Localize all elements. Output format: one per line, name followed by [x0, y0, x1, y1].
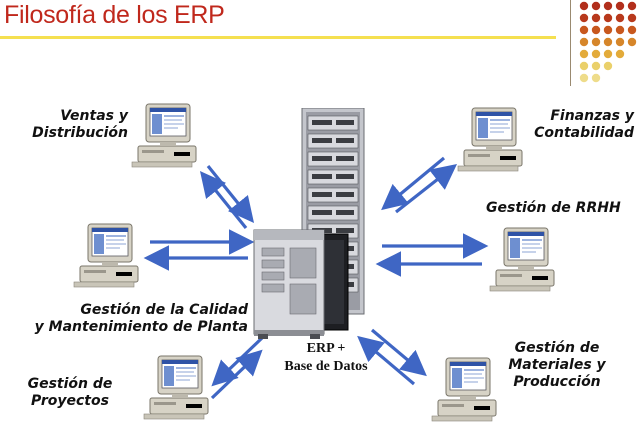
decor-dot	[603, 1, 613, 11]
arrow-erp-to-proyectos	[211, 336, 264, 387]
decor-dot	[579, 25, 589, 35]
label-finanzas-line2: Contabilidad	[534, 125, 634, 141]
computer-icon	[73, 223, 139, 288]
label-materiales-line3: Producción	[513, 374, 601, 390]
decor-dot	[579, 37, 589, 47]
decor-dot	[615, 49, 625, 59]
decor-dot	[627, 1, 637, 11]
arrow-proyectos-to-erp	[210, 349, 263, 400]
computer-rrhh	[488, 226, 560, 292]
label-calidad-line1: Gestión de la Calidad	[80, 302, 248, 318]
arrow-erp-to-finanzas	[395, 164, 458, 214]
erp-label: ERP + Base de Datos	[256, 340, 396, 376]
computer-icon	[131, 103, 197, 168]
label-materiales: Gestión de Materiales y Producción	[492, 340, 622, 391]
computer-icon	[457, 107, 523, 172]
label-finanzas: Finanzas y Contabilidad	[500, 108, 634, 142]
arrow-erp-to-ventas	[199, 171, 248, 230]
decor-dot	[579, 13, 589, 23]
decor-dot	[591, 13, 601, 23]
decor-dot	[603, 13, 613, 23]
decor-dot	[591, 73, 601, 83]
computer-materiales	[430, 356, 502, 422]
computer-icon	[489, 227, 555, 292]
decor-dot	[591, 37, 601, 47]
label-ventas: Ventas y Distribución	[8, 108, 128, 142]
computer-calidad	[72, 222, 144, 288]
decorative-dot-grid	[579, 1, 637, 83]
erp-label-line1: ERP +	[306, 341, 346, 356]
decor-dot	[579, 73, 589, 83]
computer-proyectos	[142, 354, 214, 420]
decor-dot	[627, 13, 637, 23]
decor-dot	[615, 13, 625, 23]
label-proyectos: Gestión de Proyectos	[10, 376, 130, 410]
label-ventas-line1: Ventas y	[60, 108, 128, 124]
decor-dot	[591, 1, 601, 11]
label-rrhh: Gestión de RRHH	[486, 200, 621, 217]
decor-dot	[591, 25, 601, 35]
decor-divider	[570, 0, 571, 86]
decor-dot	[603, 37, 613, 47]
label-calidad: Gestión de la Calidad y Mantenimiento de…	[6, 302, 248, 336]
computer-finanzas	[456, 106, 528, 172]
label-materiales-line1: Gestión de	[514, 340, 600, 356]
computer-icon	[431, 357, 497, 422]
decor-dot	[591, 61, 601, 71]
decor-dot	[603, 25, 613, 35]
label-rrhh-line1: Gestión de RRHH	[486, 200, 621, 216]
erp-label-line2: Base de Datos	[284, 359, 368, 374]
arrow-ventas-to-erp	[206, 164, 255, 223]
decor-dot	[615, 1, 625, 11]
computer-ventas	[130, 102, 202, 168]
decor-dot	[603, 49, 613, 59]
erp-server-icon	[253, 108, 365, 339]
label-proyectos-line1: Gestión de	[27, 376, 113, 392]
page-title: Filosofía de los ERP	[4, 1, 225, 29]
decor-dot	[615, 37, 625, 47]
computer-icon	[143, 355, 209, 420]
decor-dot	[627, 37, 637, 47]
decor-dot	[627, 25, 637, 35]
decor-dot	[615, 25, 625, 35]
label-proyectos-line2: Proyectos	[31, 393, 109, 409]
label-ventas-line2: Distribución	[32, 125, 128, 141]
decor-dot	[579, 49, 589, 59]
label-materiales-line2: Materiales y	[508, 357, 606, 373]
label-finanzas-line1: Finanzas y	[550, 108, 634, 124]
decor-dot	[603, 61, 613, 71]
decor-dot	[591, 49, 601, 59]
title-underline	[0, 36, 556, 39]
decor-dot	[579, 61, 589, 71]
decor-dot	[579, 1, 589, 11]
label-calidad-line2: y Mantenimiento de Planta	[34, 319, 248, 335]
arrow-materiales-to-erp	[357, 335, 416, 386]
